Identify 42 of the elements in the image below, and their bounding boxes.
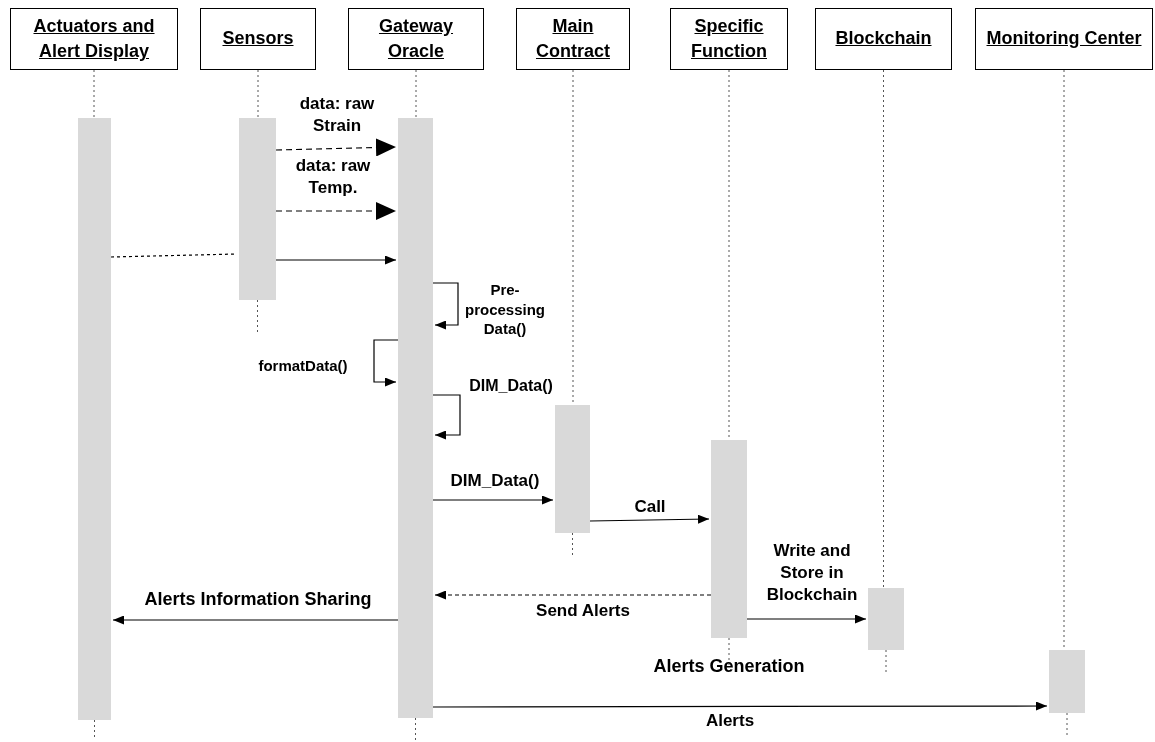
lifeline (572, 69, 574, 556)
edge-label: Pre-processing Data() (464, 280, 546, 339)
edge-label: Write and Store in Blockchain (765, 540, 859, 607)
participant-box: Sensors (200, 8, 316, 70)
edge-label: formatData() (257, 356, 349, 376)
arrow (112, 615, 399, 625)
activation-bar (711, 440, 747, 638)
arrow (275, 202, 397, 220)
activation-bar (868, 588, 904, 650)
lifeline (728, 69, 730, 666)
arrow (432, 495, 554, 505)
edge-label: Send Alerts (535, 600, 631, 622)
arrow (432, 282, 459, 330)
activation-bar (78, 118, 111, 720)
activation-bar (555, 405, 590, 533)
lifeline (883, 69, 887, 674)
edge-label: Alerts Information Sharing (143, 588, 373, 611)
participant-box: Blockchain (815, 8, 952, 70)
edge-label: Call (633, 496, 667, 518)
activation-bar (239, 118, 276, 300)
arrow (746, 614, 867, 624)
activation-bar (398, 118, 433, 718)
activation-bar (1049, 650, 1085, 713)
arrow (434, 590, 712, 600)
edge-label: data: raw Strain (298, 93, 376, 138)
participant-box: Specific Function (670, 8, 788, 70)
participant-box: Actuators and Alert Display (10, 8, 178, 70)
edge-label: DIM_Data() (449, 470, 541, 492)
caption-text: Alerts Generation (652, 655, 806, 678)
arrow (275, 255, 397, 265)
lifeline (1063, 69, 1068, 736)
edge-label: Alerts (704, 710, 756, 732)
arrow (432, 701, 1048, 711)
participant-box: Main Contract (516, 8, 630, 70)
edge-label: data: raw Temp. (294, 155, 372, 200)
arrow (432, 394, 461, 440)
participant-box: Monitoring Center (975, 8, 1153, 70)
arrow (373, 339, 399, 387)
arrow (275, 138, 397, 157)
arrow (589, 514, 710, 524)
edge-label: DIM_Data() (468, 376, 554, 396)
participant-box: Gateway Oracle (348, 8, 484, 70)
